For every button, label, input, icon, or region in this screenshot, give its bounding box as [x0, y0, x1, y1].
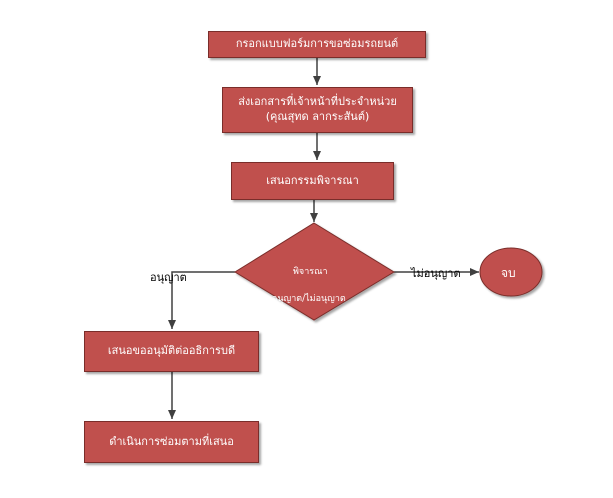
arrow-decision-approved	[168, 271, 235, 329]
node-send-documents-label-1: ส่งเอกสารที่เจ้าหน้าที่ประจำหน่วย	[238, 95, 397, 109]
end-terminator	[479, 247, 543, 297]
node-send-documents-label-2: (คุณสุทด ลากระสันต์)	[265, 110, 370, 123]
node-do-repair: ดำเนินการซ่อมตามที่เสนอ	[84, 421, 259, 463]
node-propose-committee: เสนอกรรมพิจารณา	[231, 162, 394, 200]
end-label: จบ	[501, 266, 516, 280]
edge-label-not-approved: ไม่อนุญาต	[411, 267, 461, 280]
decision-options-label: อนุญาต/ไม่อนุญาต	[272, 294, 346, 304]
node-fill-form-label: กรอกแบบฟอร์มการขอซ่อมรถยนต์	[235, 37, 399, 51]
decision-label: พิจารณา	[293, 267, 328, 277]
decision-diamond	[234, 222, 395, 321]
edge-label-approved: อนุญาต	[150, 271, 187, 284]
node-propose-committee-label: เสนอกรรมพิจารณา	[266, 173, 359, 187]
node-do-repair-label: ดำเนินการซ่อมตามที่เสนอ	[109, 434, 234, 448]
node-send-documents: ส่งเอกสารที่เจ้าหน้าที่ประจำหน่วย (คุณสุ…	[222, 87, 413, 133]
node-request-dean: เสนอขออนุมัติต่ออธิการบดี	[84, 331, 259, 372]
node-request-dean-label: เสนอขออนุมัติต่ออธิการบดี	[107, 344, 236, 358]
node-fill-form: กรอกแบบฟอร์มการขอซ่อมรถยนต์	[208, 31, 426, 58]
